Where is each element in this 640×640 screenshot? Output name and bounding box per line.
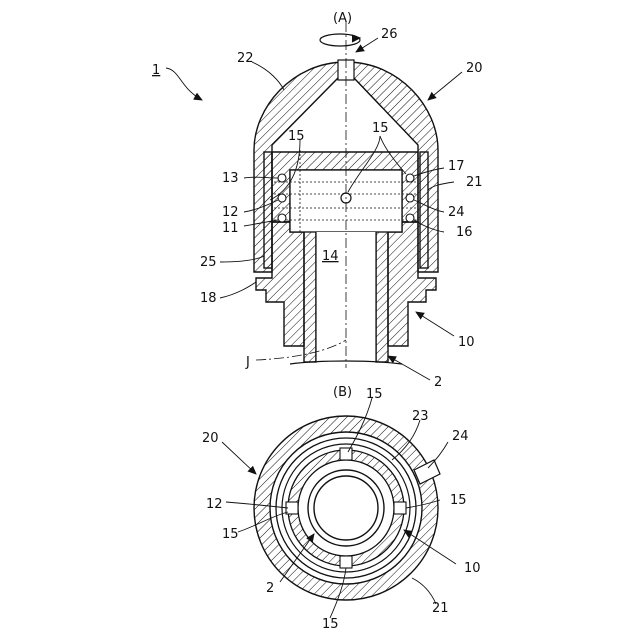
- shaft-2-tube: [304, 228, 316, 362]
- sleeve-21-right: [420, 152, 428, 268]
- label-ref-15e: 15: [222, 527, 239, 542]
- label-ref-20b: 20: [202, 431, 219, 446]
- label-ref-12a: 12: [222, 205, 239, 220]
- arrow-20a: [428, 72, 462, 100]
- label-ref-21a: 21: [466, 175, 483, 190]
- label-ref-15b: 15: [372, 121, 389, 136]
- sleeve-21-left: [264, 152, 272, 268]
- arrow-2a: [388, 356, 430, 380]
- label-ref-1: 1: [152, 63, 160, 78]
- label-ref-24b: 24: [452, 429, 469, 444]
- label-ref-25: 25: [200, 255, 217, 270]
- label-ref-23: 23: [412, 409, 429, 424]
- arrow-20b: [222, 442, 256, 474]
- bearing-24: [406, 194, 414, 202]
- label-ref-15a: 15: [288, 129, 305, 144]
- label-ref-15f: 15: [322, 617, 339, 632]
- notch-15-right: [394, 502, 406, 514]
- label-view-b: (B): [333, 385, 352, 400]
- bearing-13: [278, 174, 286, 182]
- label-ref-10b: 10: [464, 561, 481, 576]
- label-ref-21b: 21: [432, 601, 449, 616]
- label-ref-11: 11: [222, 221, 239, 236]
- shaft-2-inner: [314, 476, 378, 540]
- notch-15-bottom: [340, 556, 352, 568]
- label-view-a: (A): [333, 11, 352, 26]
- label-ref-22: 22: [237, 51, 254, 66]
- notch-15-top: [340, 448, 352, 460]
- arrow-10a: [416, 312, 454, 336]
- label-ref-2a: 2: [434, 375, 442, 390]
- arrow-1: [166, 68, 202, 100]
- label-ref-14: 14: [322, 249, 339, 264]
- bearing-16: [406, 214, 414, 222]
- label-ref-16: 16: [456, 225, 473, 240]
- label-ref-26: 26: [381, 27, 398, 42]
- label-ref-10a: 10: [458, 335, 475, 350]
- label-ref-20a: 20: [466, 61, 483, 76]
- bearing-11: [278, 214, 286, 222]
- label-ref-j: J: [245, 355, 250, 370]
- arrow-26: [356, 38, 378, 52]
- view-a-section: (A) 26 22 20 1 15 15 13 17 21 12 24 11 1…: [152, 11, 483, 390]
- label-ref-15c: 15: [366, 387, 383, 402]
- label-ref-13: 13: [222, 171, 239, 186]
- label-ref-17: 17: [448, 159, 465, 174]
- bearing-12: [278, 194, 286, 202]
- label-ref-18: 18: [200, 291, 217, 306]
- label-ref-12b: 12: [206, 497, 223, 512]
- bearing-17: [406, 174, 414, 182]
- view-b-plan: (B) 15 23 20 24 12 15 15 10 2 21 15: [202, 385, 481, 632]
- label-ref-2b: 2: [266, 581, 274, 596]
- label-ref-24a: 24: [448, 205, 465, 220]
- shaft-2-tube-right: [376, 228, 388, 362]
- label-ref-15d: 15: [450, 493, 467, 508]
